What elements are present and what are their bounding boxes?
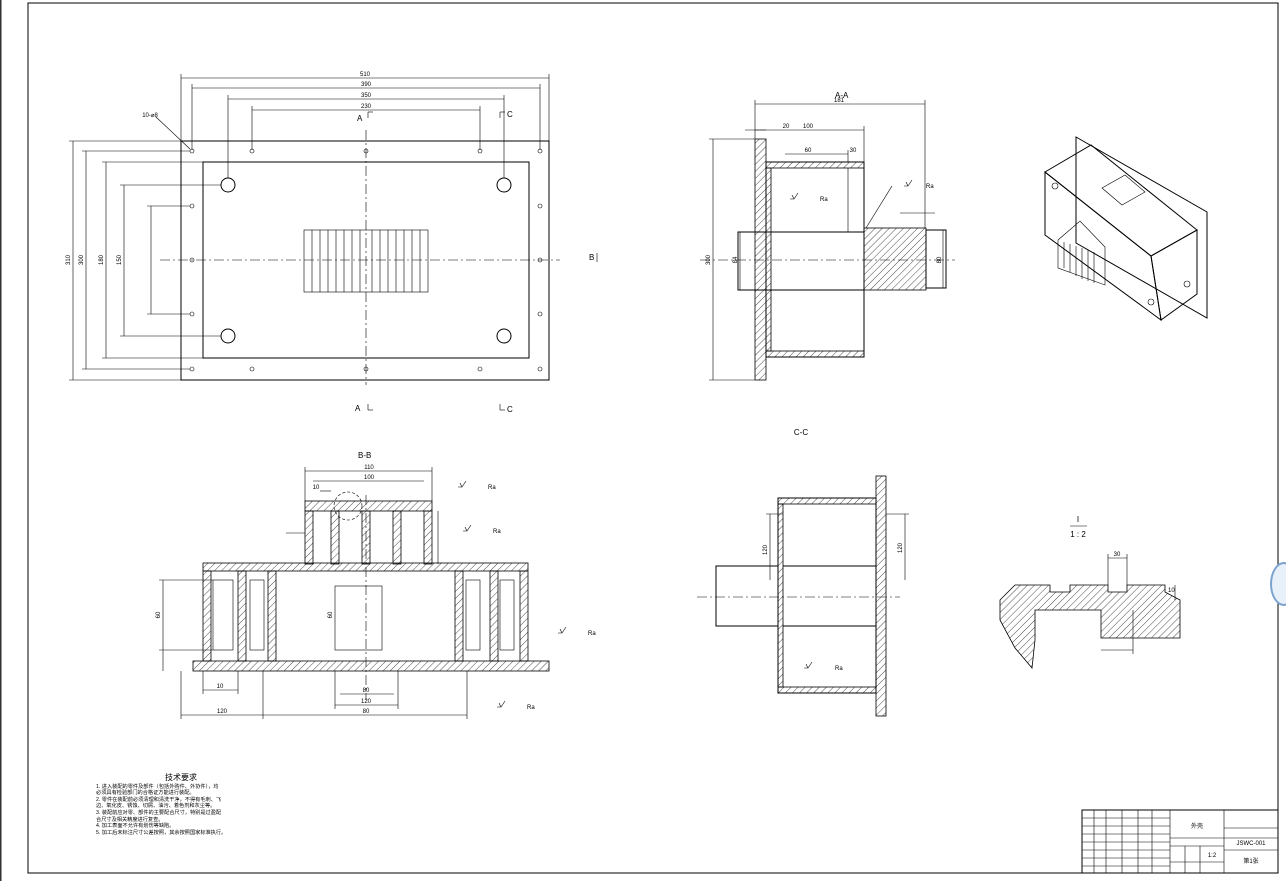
bb-dim-7: 80 [363,709,370,715]
section-mark-a-bottom: A [355,404,361,413]
detail-dim-w: 30 [1114,552,1121,558]
dim-left4: 150 [117,254,123,265]
section-mark-c-top: C [507,110,513,119]
aa-dim-5: 30 [850,148,857,154]
notes-line: 2. 零件在装配前必须清理和清洗干净，不得有毛刺、飞 [96,796,222,803]
title-block-scale: 1:2 [1208,853,1217,859]
notes-line: 必须具有检验部门的合格证方能进行装配。 [96,790,195,797]
dim-left1: 310 [66,254,72,265]
dim-left3: 180 [99,254,105,265]
bb-dim-5: 120 [361,699,372,705]
top-view: 510 390 350 230 10-⌀8 310 300 180 150 A … [66,72,598,414]
aa-dim-4: 20 [783,124,790,130]
cc-dim-d: 120 [898,542,904,553]
bb-roughness-1: Ra [488,485,496,491]
section-aa-title: A-A [835,91,849,100]
section-bb-title: B-B [358,451,371,460]
dim-left2: 300 [79,254,85,265]
bb-roughness-4: Ra [527,705,535,711]
detail-scale: 1 : 2 [1070,530,1086,539]
aa-dim-2: 100 [803,124,814,130]
title-block-name: 外壳 [1191,822,1203,830]
dim-top4: 230 [361,104,372,110]
detail-dim-h: 10 [1168,588,1175,594]
dim-top2: 390 [361,82,372,88]
isometric-view [1044,136,1208,322]
bb-dim-h2: 60 [328,611,334,618]
section-bb-view: B-B [156,451,596,719]
dim-top1: 510 [360,72,371,78]
notes-line: 3. 装配前应对零、部件的主要配合尺寸，特别是过盈配 [96,809,222,816]
sheet-border [27,2,1279,874]
aa-dim-1: 181 [834,98,845,104]
technical-requirements: 技术要求 1. 进入装配的零件及部件（包括外购件、外协件），均 必须具有检验部门… [96,773,266,836]
notes-line: 边、氧化皮、锈蚀、切屑、油污、着色剂和灰尘等。 [96,803,216,810]
notes-line: 合尺寸及相关精度进行复查。 [96,816,164,823]
cc-dim-h: 120 [763,544,769,555]
bb-dim-4: 80 [363,688,370,694]
aa-dim-h: 300 [706,254,712,265]
bb-dim-2: 100 [364,475,375,481]
title-block: 外壳 JSWC-001 1:2 第1张 [1081,809,1279,874]
section-aa-view: A-A 181 100 60 20 30 300 84 80 [700,91,955,381]
aa-dim-3: 60 [805,148,812,154]
notes-title: 技术要求 [165,773,197,782]
section-mark-a-top: A [357,114,363,123]
aa-dim-d1: 84 [733,256,739,263]
detail-view: I 1 : 2 30 10 [999,515,1181,669]
section-cc-title: C-C [794,428,808,437]
notes-line: 1. 进入装配的零件及部件（包括外购件、外协件），均 [96,783,219,790]
notes-line: 5. 加工后未标注尺寸公差按照，其余按照国家标准执行。 [96,829,227,836]
bb-dim-6: 120 [217,709,228,715]
bb-roughness-3: Ra [588,631,596,637]
aa-roughness-1: Ra [820,197,828,203]
detail-title: I [1077,515,1079,524]
section-mark-b: B [589,253,594,262]
section-mark-c-bottom: C [507,405,513,414]
notes-line: 4. 加工表面不允许有划伤等缺陷。 [96,823,175,830]
section-cc-view: C-C 120 120 Ra [697,428,909,717]
dim-top3: 350 [361,93,372,99]
title-block-sheet: 第1张 [1243,857,1258,865]
aa-roughness-2: Ra [926,184,934,190]
cc-roughness: Ra [835,666,843,672]
bb-dim-3: 10 [313,485,320,491]
aa-dim-d2: 80 [937,256,943,263]
bb-dim-h1: 60 [156,611,162,618]
bb-dim-8: 10 [217,684,224,690]
dim-holes: 10-⌀8 [142,113,158,119]
bb-dim-1: 110 [364,465,374,471]
title-block-drawing-no: JSWC-001 [1236,841,1266,847]
bb-roughness-2: Ra [493,529,501,535]
